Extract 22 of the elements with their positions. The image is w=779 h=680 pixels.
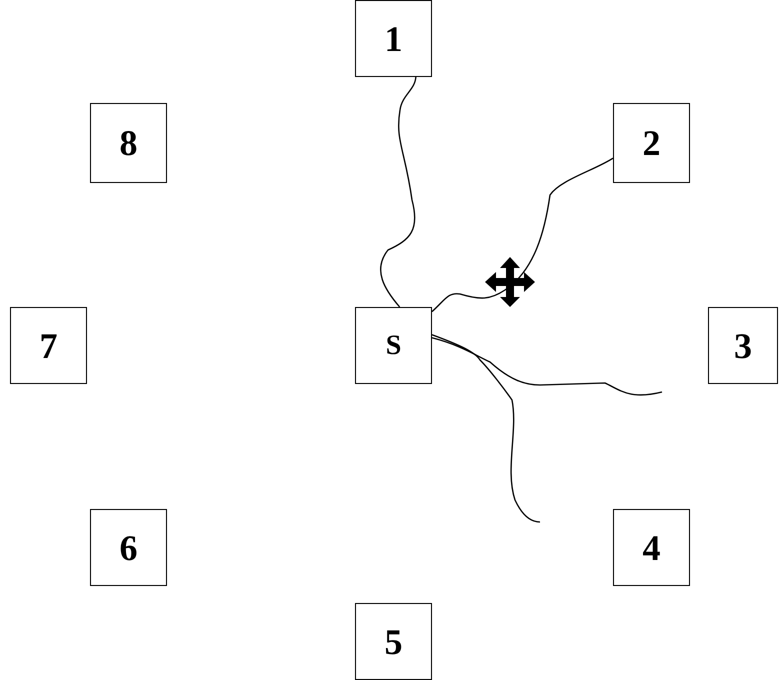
- numbered-box: [613, 103, 690, 183]
- numbered-box: [613, 509, 690, 586]
- box-label: 3: [734, 324, 752, 366]
- numbered-box: [90, 509, 167, 586]
- box-label: 2: [642, 122, 660, 164]
- box-label: 4: [642, 526, 660, 568]
- numbered-box: [10, 307, 87, 384]
- path-line: [432, 334, 540, 523]
- box-label: S: [386, 330, 402, 362]
- box-label: 6: [120, 526, 138, 568]
- numbered-box: [355, 603, 432, 680]
- numbered-box: [355, 307, 432, 384]
- path-line: [432, 158, 614, 312]
- path-line: [380, 76, 416, 308]
- box-label: 7: [40, 324, 58, 366]
- numbered-box: [355, 0, 432, 77]
- box-label: 1: [384, 18, 402, 60]
- box-label: 5: [384, 620, 402, 662]
- numbered-box: [90, 103, 167, 183]
- path-line: [432, 337, 662, 396]
- numbered-box: [708, 307, 778, 384]
- box-label: 8: [120, 122, 138, 164]
